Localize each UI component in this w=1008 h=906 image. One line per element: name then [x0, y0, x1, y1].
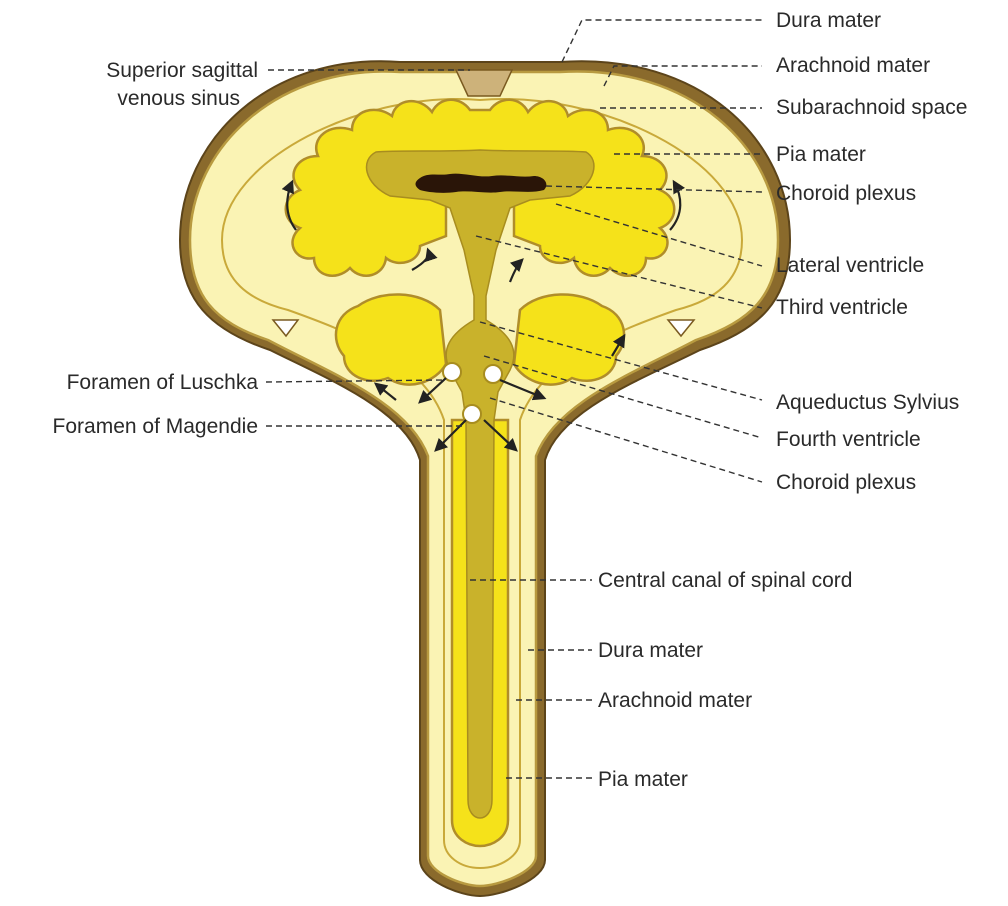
cerebellum-right [514, 294, 624, 384]
label-choroid-plexus-bottom: Choroid plexus [776, 471, 916, 494]
label-fourth-ventricle: Fourth ventricle [776, 428, 921, 451]
label-aqueductus-sylvius: Aqueductus Sylvius [776, 391, 959, 414]
label-foramen-magendie: Foramen of Magendie [53, 415, 258, 438]
label-dura-mater-top: Dura mater [776, 9, 881, 32]
label-arachnoid-mater-bottom: Arachnoid mater [598, 689, 752, 712]
label-central-canal: Central canal of spinal cord [598, 569, 852, 592]
label-foramen-luschka: Foramen of Luschka [67, 371, 259, 394]
label-subarachnoid-space: Subarachnoid space [776, 96, 967, 119]
label-superior-sagittal-line2: venous sinus [117, 87, 240, 110]
label-dura-mater-bottom: Dura mater [598, 639, 703, 662]
label-superior-sagittal-line1: Superior sagittal [106, 59, 258, 82]
label-third-ventricle: Third ventricle [776, 296, 908, 319]
label-pia-mater-bottom: Pia mater [598, 768, 688, 791]
label-choroid-plexus-top: Choroid plexus [776, 182, 916, 205]
label-lateral-ventricle: Lateral ventricle [776, 254, 924, 277]
foramen-luschka-right [484, 365, 502, 383]
cerebellum-left [336, 294, 446, 384]
label-arachnoid-mater-top: Arachnoid mater [776, 54, 930, 77]
leader-dura-top [562, 20, 762, 62]
label-pia-mater-top: Pia mater [776, 143, 866, 166]
